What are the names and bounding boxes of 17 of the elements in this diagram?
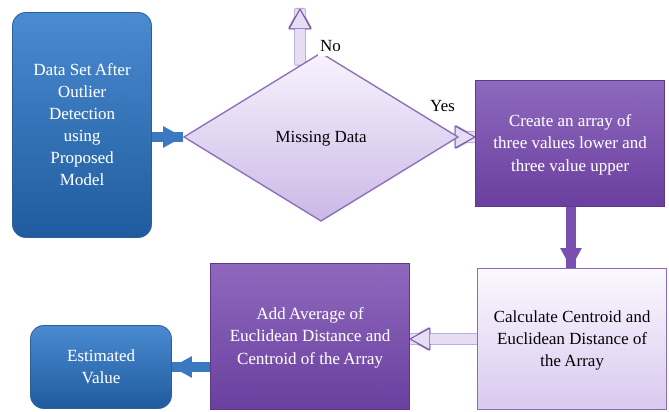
process-box [477, 268, 667, 410]
arrow [288, 8, 312, 65]
node-text: Data Set After Outlier Detection using Proposed Model [32, 58, 132, 192]
arrow [152, 126, 183, 148]
node-text: Estimated Value [66, 344, 136, 389]
process-box [12, 12, 152, 238]
node-text: Calculate Centroid and Euclidean Distance of the Array [492, 306, 652, 372]
decision-diamond [183, 52, 459, 222]
node-text: Create an array of three values lower and three value upper [492, 110, 648, 177]
process-box [30, 325, 172, 409]
arrow [560, 207, 582, 268]
process-box [475, 80, 665, 207]
arrow [172, 356, 210, 378]
node-text: Missing Data [275, 126, 367, 148]
node-text: Add Average of Euclidean Distance and Centroid of the Array [228, 303, 392, 370]
process-box [210, 263, 410, 410]
arrow [454, 125, 476, 149]
